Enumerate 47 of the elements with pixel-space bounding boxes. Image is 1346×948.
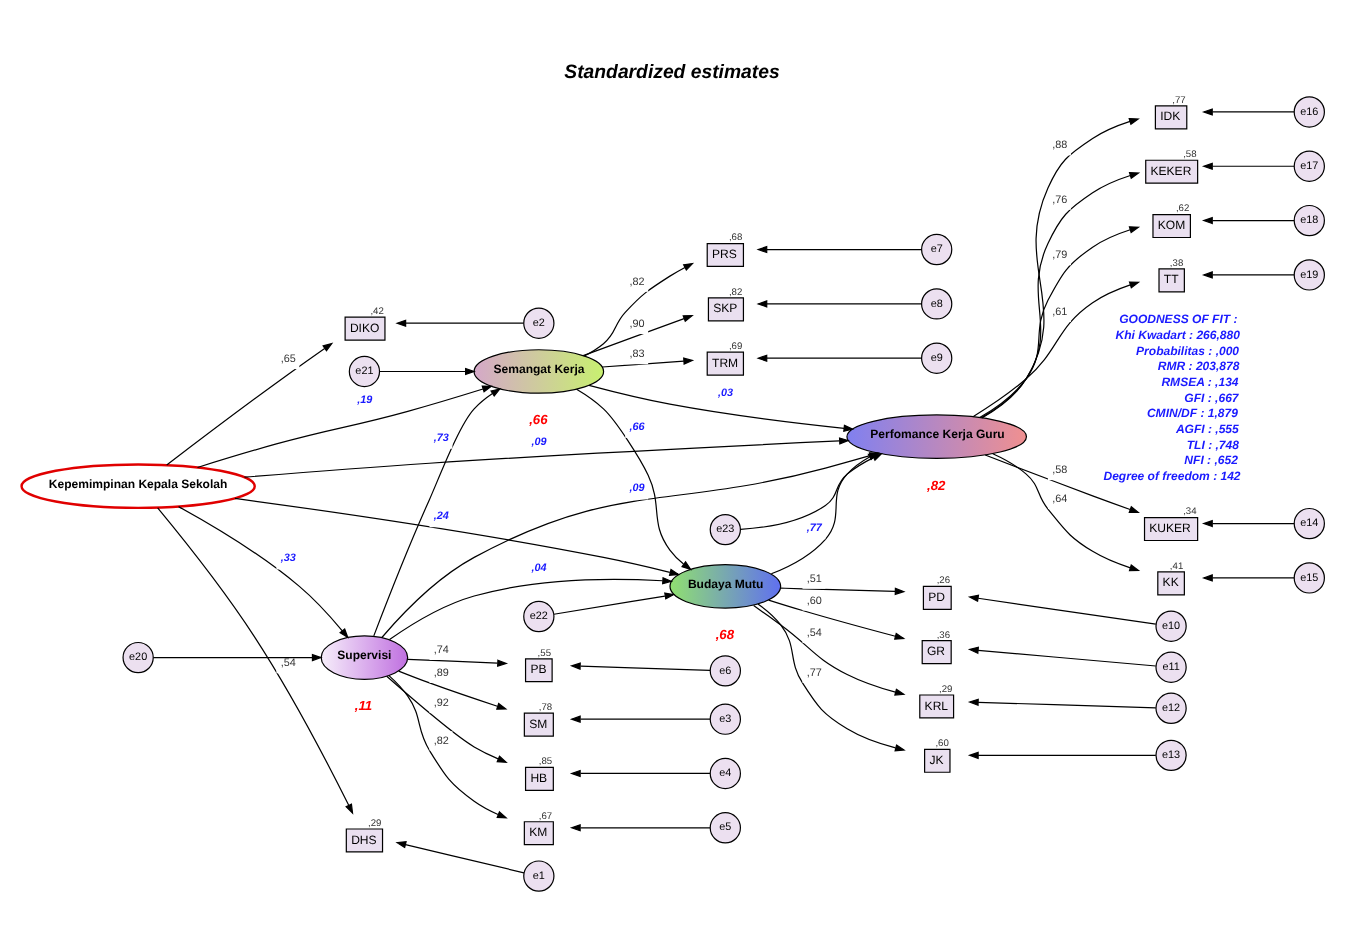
arrow [1201,270,1295,278]
arrow [388,673,508,818]
arrow [177,505,349,638]
diagram-title: Standardized estimates [564,60,780,83]
arrow [395,318,525,326]
arrow [780,586,906,595]
arrow [243,436,850,477]
arrow [1201,518,1295,527]
arrow [234,496,681,575]
arrow [756,299,922,307]
arrow [575,387,693,570]
arrow [569,823,711,831]
arrow [407,657,509,666]
arrow [1201,573,1295,581]
arrow [1201,161,1295,170]
arrow [553,591,676,614]
arrow [388,575,674,640]
arrow [992,452,1141,571]
arrow [157,506,354,814]
arrow [379,366,476,375]
arrow [196,384,493,468]
arrow [756,353,922,361]
arrow [753,603,906,695]
arrow [967,750,1157,759]
arrow [166,341,334,465]
arrow [967,697,1157,708]
arrow [768,598,906,639]
arrow [373,387,502,636]
arrow [583,261,695,356]
arrow [972,280,1141,417]
arrow [1201,107,1295,115]
arrow [152,652,323,661]
arrow [569,768,711,777]
arrow [386,674,508,762]
arrow [601,356,695,367]
arrow [1201,215,1295,224]
arrow [979,225,1141,418]
arrow [757,602,906,751]
arrow [395,839,525,873]
arrow [980,171,1141,418]
arrow [569,661,711,670]
arrow [967,645,1157,666]
arrow [981,116,1140,418]
arrow [756,244,922,253]
arrow [398,669,508,709]
arrow [967,593,1157,624]
arrow [569,714,711,722]
